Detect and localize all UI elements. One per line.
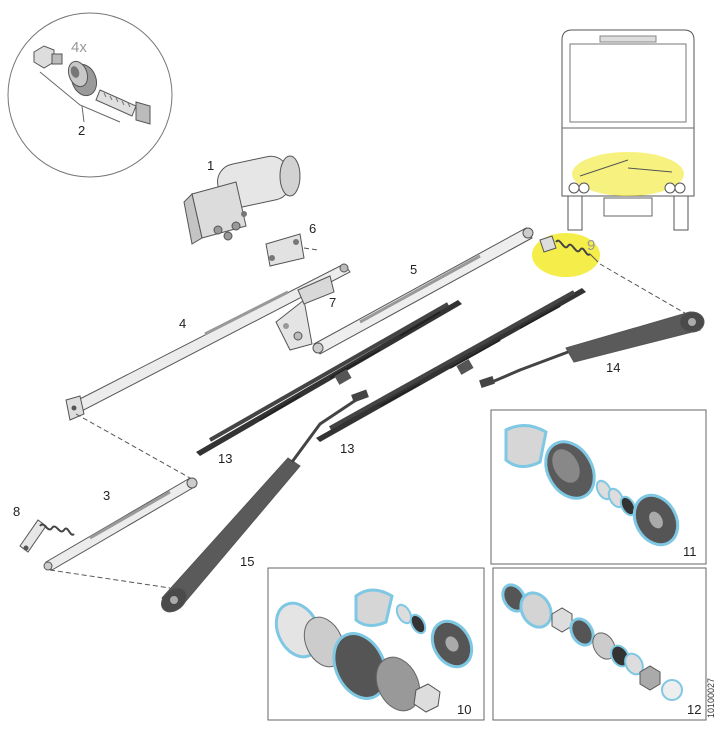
linkage-rod-3 [43, 477, 198, 571]
callout-15: 15 [240, 554, 254, 569]
callout-4: 4 [179, 316, 186, 331]
crank-lever [265, 233, 319, 267]
detail-box-12 [492, 567, 707, 721]
callout-6: 6 [309, 221, 316, 236]
tension-spring-9 [539, 235, 599, 263]
drawing-code: 10100027 [706, 678, 716, 718]
wiper-motor [183, 155, 301, 245]
linkage-rod-5 [312, 227, 534, 355]
wiper-blade-right [316, 288, 586, 442]
callout-10: 10 [457, 702, 471, 717]
bus-front-view [561, 29, 695, 231]
wiper-arm-14 [479, 311, 705, 388]
callout-8: 8 [13, 504, 20, 519]
wiper-arm-15 [160, 389, 369, 613]
callout-2: 2 [78, 123, 85, 138]
callout-3: 3 [103, 488, 110, 503]
mounting-bracket [275, 275, 335, 351]
tension-spring-8 [19, 519, 75, 553]
callout-14: 14 [606, 360, 620, 375]
linkage-rod-4 [65, 263, 351, 421]
callout-13-right: 13 [340, 441, 354, 456]
callout-12: 12 [687, 702, 701, 717]
callout-13-left: 13 [218, 451, 232, 466]
wiper-blade-left [196, 300, 462, 456]
callout-9: 9 [587, 237, 595, 254]
callout-7: 7 [329, 295, 336, 310]
detail-box-11 [490, 409, 707, 565]
quantity-label: 4x [71, 39, 87, 56]
callout-11: 11 [683, 544, 697, 559]
detail-box-10 [267, 567, 485, 721]
callout-5: 5 [410, 262, 417, 277]
detail-circle-bolt [7, 12, 173, 178]
callout-1: 1 [207, 158, 214, 173]
